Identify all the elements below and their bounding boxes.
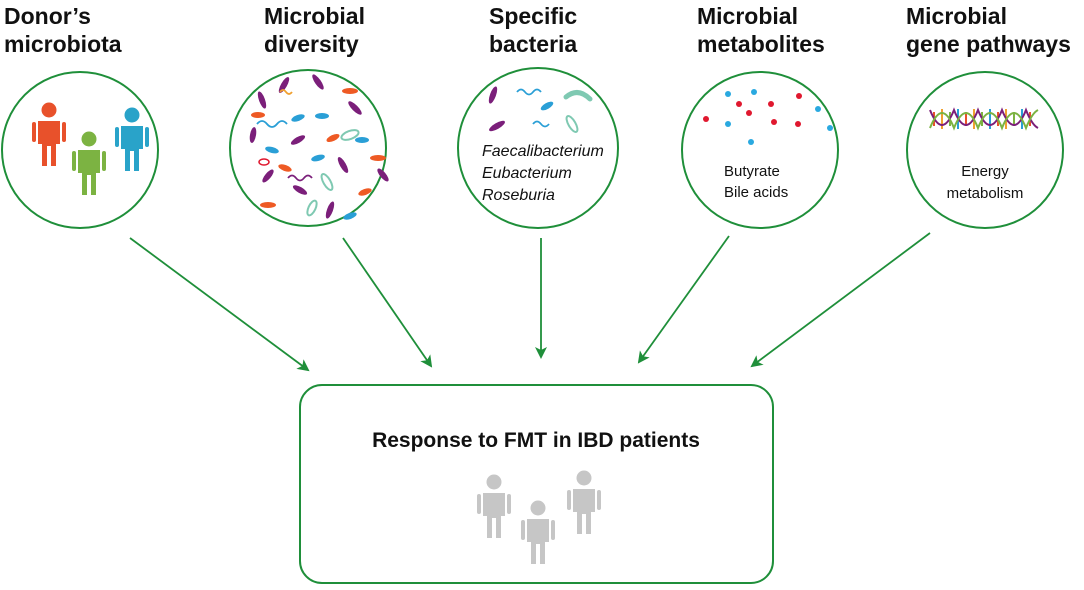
outcome-title: Response to FMT in IBD patients — [372, 429, 700, 452]
factor-metabolites-title-line-1: Microbial — [697, 3, 798, 29]
factor-bacteria-ring — [457, 67, 619, 229]
factor-donor-heading: Donor’s microbiota — [4, 3, 122, 57]
arrow-icon — [342, 237, 433, 368]
factor-pathways-title-line-2: gene pathways — [906, 31, 1071, 57]
factor-metabolites-title-line-2: metabolites — [697, 31, 825, 57]
factor-diversity-title-line-1: Microbial — [264, 3, 365, 29]
dna-helix-icon — [929, 107, 1039, 131]
bacteria-name-2: Eubacterium — [482, 165, 572, 182]
pathway-metabolism: metabolism — [947, 185, 1024, 202]
arrow-icon — [637, 235, 730, 364]
outcome-frame — [299, 384, 774, 584]
arrow-icon — [750, 232, 931, 368]
pathway-energy: Energy — [961, 163, 1009, 180]
factor-pathways-ring — [906, 71, 1064, 229]
factor-donor-circle — [1, 71, 159, 229]
factor-bacteria-title-line-2: bacteria — [489, 31, 577, 57]
factor-pathways-heading: Microbial gene pathways — [906, 3, 1071, 57]
factor-bacteria-title-line-1: Specific — [489, 3, 577, 29]
factor-donor-title-line-1: Donor’s — [4, 3, 91, 29]
factor-bacteria-circle: Faecalibacterium Eubacterium Roseburia — [457, 67, 619, 229]
outcome-box: Response to FMT in IBD patients — [299, 384, 774, 584]
factor-diversity-title-line-2: diversity — [264, 31, 359, 57]
metabolite-butyrate: Butyrate — [724, 163, 780, 180]
bacterium-icon — [488, 86, 593, 133]
metabolite-dot-icon — [703, 89, 833, 145]
bacterium-icon — [249, 74, 389, 220]
factor-donor-title-line-2: microbiota — [4, 31, 122, 57]
factor-diversity-ring — [229, 69, 387, 227]
metabolite-bile-acids: Bile acids — [724, 184, 788, 201]
factor-metabolites-ring — [681, 71, 839, 229]
person-icon — [567, 470, 601, 534]
factor-diversity-circle — [229, 69, 389, 227]
bacteria-name-3: Roseburia — [482, 187, 555, 204]
person-icon — [32, 102, 66, 166]
person-icon — [72, 131, 106, 195]
factor-bacteria-heading: Specific bacteria — [489, 3, 577, 57]
factor-pathways-circle: Energy metabolism — [906, 71, 1064, 229]
bacteria-name-1: Faecalibacterium — [482, 143, 604, 160]
factor-metabolites-heading: Microbial metabolites — [697, 3, 825, 57]
factor-diversity-heading: Microbial diversity — [264, 3, 365, 57]
person-icon — [521, 500, 555, 564]
factor-pathways-title-line-1: Microbial — [906, 3, 1007, 29]
arrow-icon — [129, 237, 310, 372]
person-icon — [115, 107, 149, 171]
person-icon — [477, 474, 511, 538]
factor-metabolites-circle: Butyrate Bile acids — [681, 71, 839, 229]
